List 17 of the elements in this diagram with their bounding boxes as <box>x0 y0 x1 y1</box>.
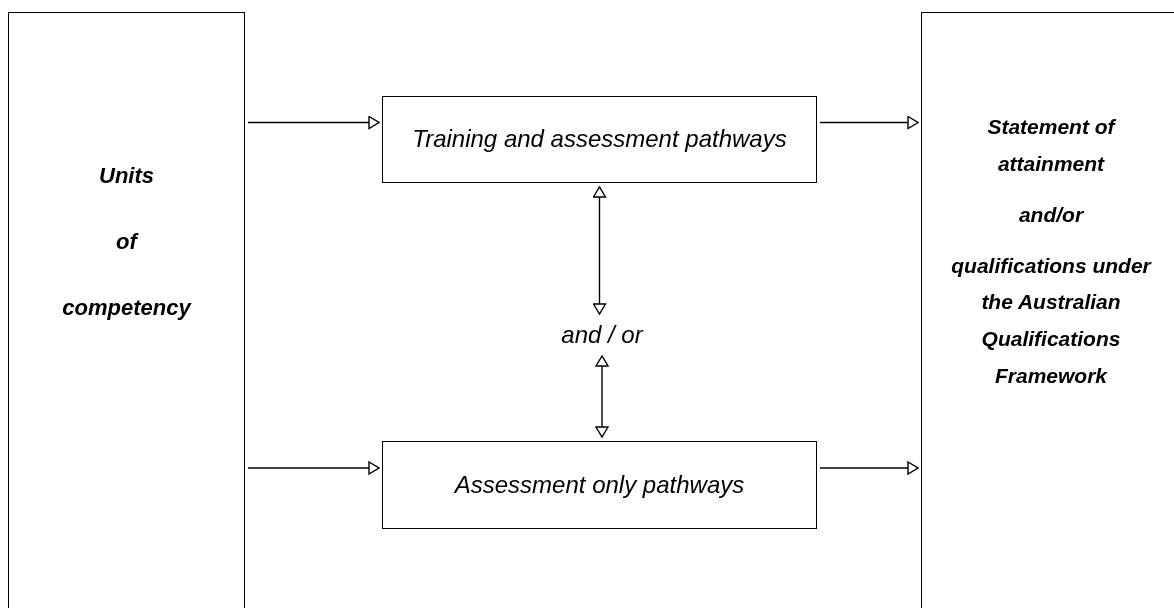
arrow <box>819 115 919 130</box>
arrow <box>247 115 380 130</box>
outcome-box <box>921 12 1174 608</box>
outcome-text: and/or <box>1018 201 1084 228</box>
pathway-label: Training and assessment pathways <box>412 126 787 153</box>
pathway-connector-text: and / or <box>561 320 643 350</box>
pathway-box <box>382 96 817 183</box>
arrow <box>595 355 609 438</box>
outcome-text: qualifications under the Australian Qualifications Framework <box>950 252 1153 389</box>
arrow <box>247 461 380 475</box>
arrow <box>592 186 607 315</box>
pathway-box <box>382 441 817 529</box>
pathway-label: Assessment only pathways <box>454 471 745 499</box>
stage-label: Units of competency <box>61 162 193 322</box>
arrow <box>819 461 919 475</box>
outcome-text: Statement of attainment <box>986 114 1117 178</box>
stage-box <box>8 12 245 608</box>
